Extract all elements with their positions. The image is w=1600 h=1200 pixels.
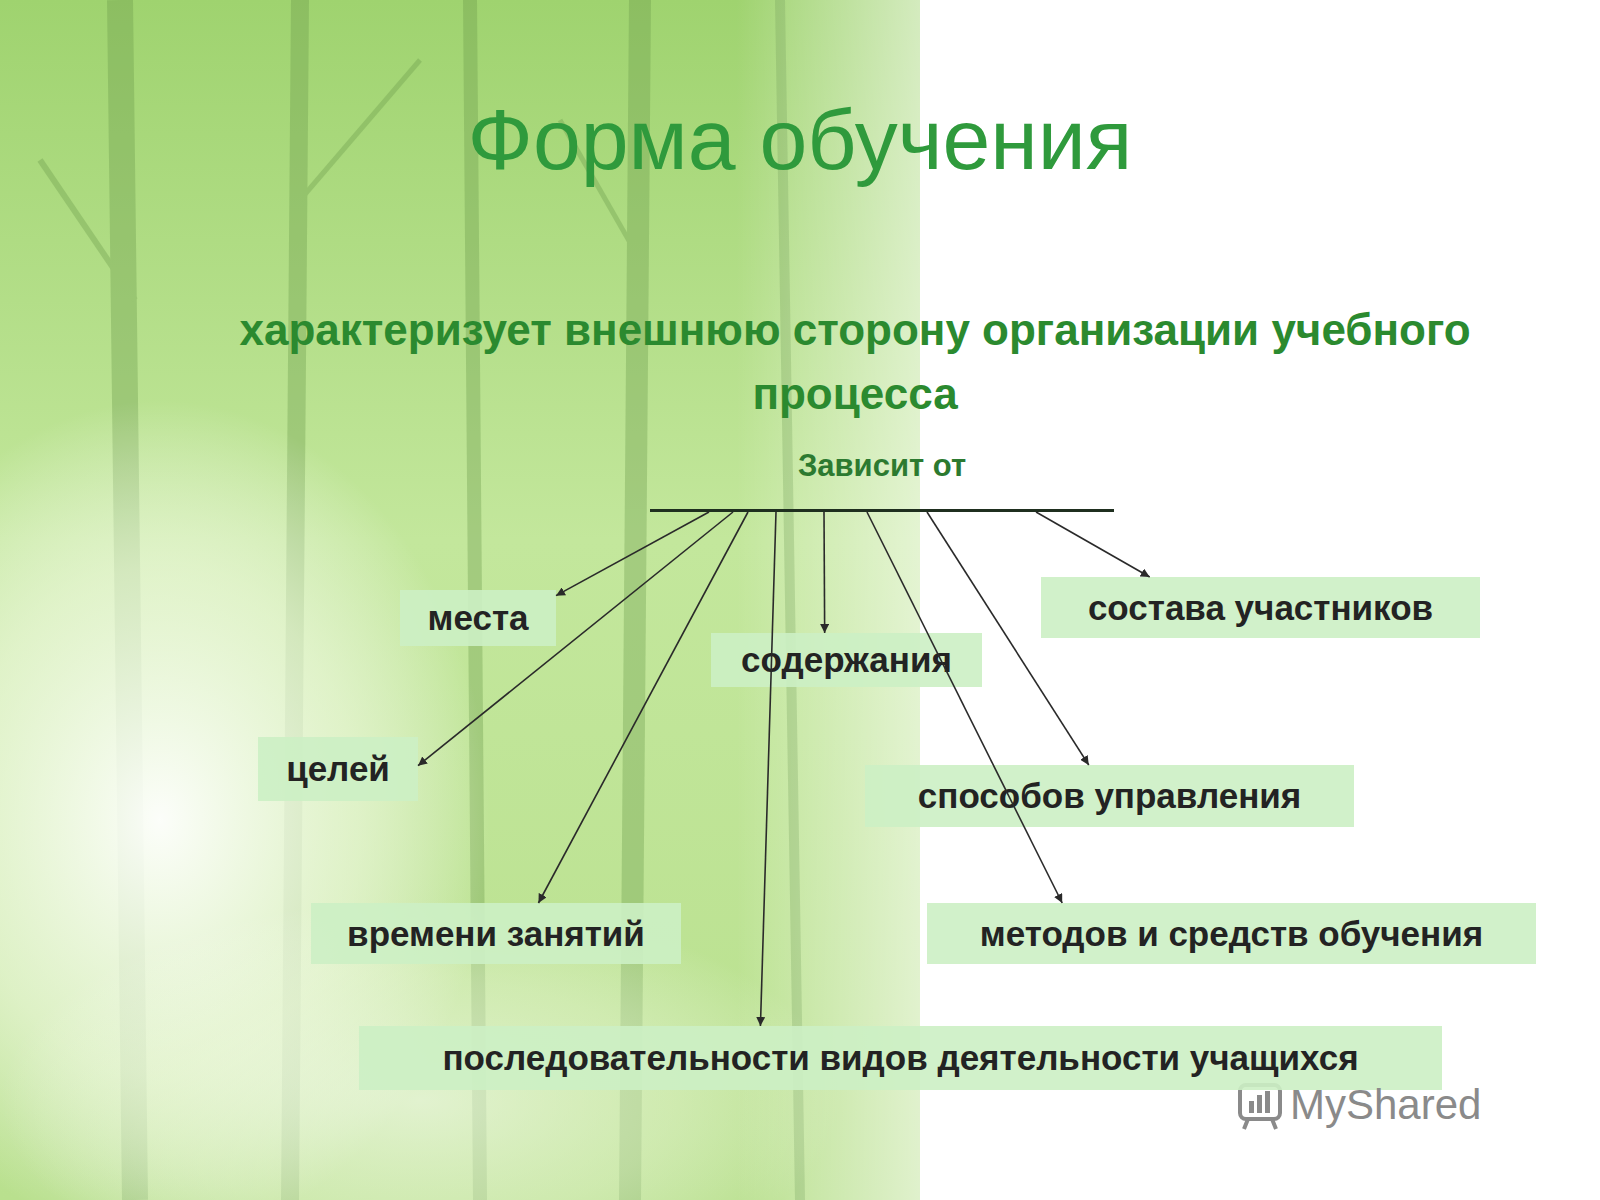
hub-caption: Зависит от [798,448,966,484]
factor-text: времени занятий [347,914,645,954]
hub-line: Зависит от [650,440,1114,512]
factor-box: целей [258,737,418,801]
factor-text: способов управления [918,776,1301,816]
dependency-arrow [927,512,1089,765]
factor-text: методов и средств обучения [980,914,1483,954]
factor-text: целей [286,749,390,789]
factor-box: способов управления [865,765,1354,827]
dependency-arrow [760,512,776,1026]
factor-box: содержания [711,633,982,687]
factor-box: состава участников [1041,577,1480,638]
factor-box: места [400,590,556,646]
factor-box: методов и средств обучения [927,903,1536,964]
watermark-icon [1240,1085,1280,1129]
diagram-title: Форма обучения [200,92,1400,187]
dependency-arrow [823,512,825,633]
dependency-arrow [538,512,748,903]
subtitle-text: характеризует внешнюю сторону организаци… [225,298,1485,426]
factor-box: последовательности видов деятельности уч… [359,1026,1442,1090]
factor-text: места [428,598,529,638]
dependency-arrow [1036,512,1150,577]
factor-text: состава участников [1088,588,1433,628]
dependency-arrow [418,512,733,766]
factor-text: последовательности видов деятельности уч… [442,1038,1358,1078]
factor-text: содержания [741,640,952,680]
dependency-arrow [867,512,1062,903]
watermark-text: MyShared [1290,1080,1570,1130]
dependency-arrow [556,512,709,596]
factor-box: времени занятий [311,903,681,964]
